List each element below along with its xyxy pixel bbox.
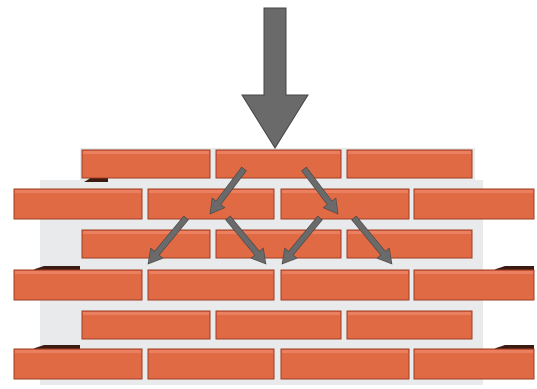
brick-r1-3 [347, 150, 472, 178]
brick-r4-3 [281, 270, 409, 300]
brick-r6-1 [14, 349, 142, 379]
brick-r2-2 [148, 189, 274, 219]
brick-highlight-r2-1 [15, 190, 141, 193]
brick-highlight-r1-3 [348, 151, 471, 154]
brick-highlight-r2-2 [149, 190, 273, 193]
brick-r1-2 [216, 150, 341, 178]
brick-r6-4 [414, 349, 534, 379]
brick-r6-3 [281, 349, 409, 379]
brick-highlight-r3-1 [83, 231, 209, 234]
brick-highlight-r5-2 [217, 312, 340, 315]
brick-r4-4 [414, 270, 534, 300]
brick-highlight-r4-4 [415, 271, 533, 274]
brick-r2-3 [281, 189, 409, 219]
brick-highlight-r4-2 [149, 271, 273, 274]
brick-r4-1 [14, 270, 142, 300]
down-arrow-icon [242, 8, 308, 148]
brick-highlight-r1-1 [83, 151, 209, 154]
brick-r2-1 [14, 189, 142, 219]
brick-highlight-r2-3 [282, 190, 408, 193]
brick-r3-2 [216, 230, 341, 258]
brick-highlight-r6-4 [415, 350, 533, 353]
brick-r5-1 [82, 311, 210, 339]
brick-r1-1 [82, 150, 210, 178]
brick-highlight-r1-2 [217, 151, 340, 154]
brick-highlight-r5-1 [83, 312, 209, 315]
brick-highlight-r6-3 [282, 350, 408, 353]
brick-r6-2 [148, 349, 274, 379]
brick-highlight-r6-2 [149, 350, 273, 353]
brick-highlight-r6-1 [15, 350, 141, 353]
brick-r5-2 [216, 311, 341, 339]
brick-r4-2 [148, 270, 274, 300]
brick-r5-3 [347, 311, 472, 339]
brick-highlight-r4-1 [15, 271, 141, 274]
brick-highlight-r2-4 [415, 190, 533, 193]
brick-r2-4 [414, 189, 534, 219]
brick-highlight-r5-3 [348, 312, 471, 315]
brick-highlight-r4-3 [282, 271, 408, 274]
brick-r3-1 [82, 230, 210, 258]
